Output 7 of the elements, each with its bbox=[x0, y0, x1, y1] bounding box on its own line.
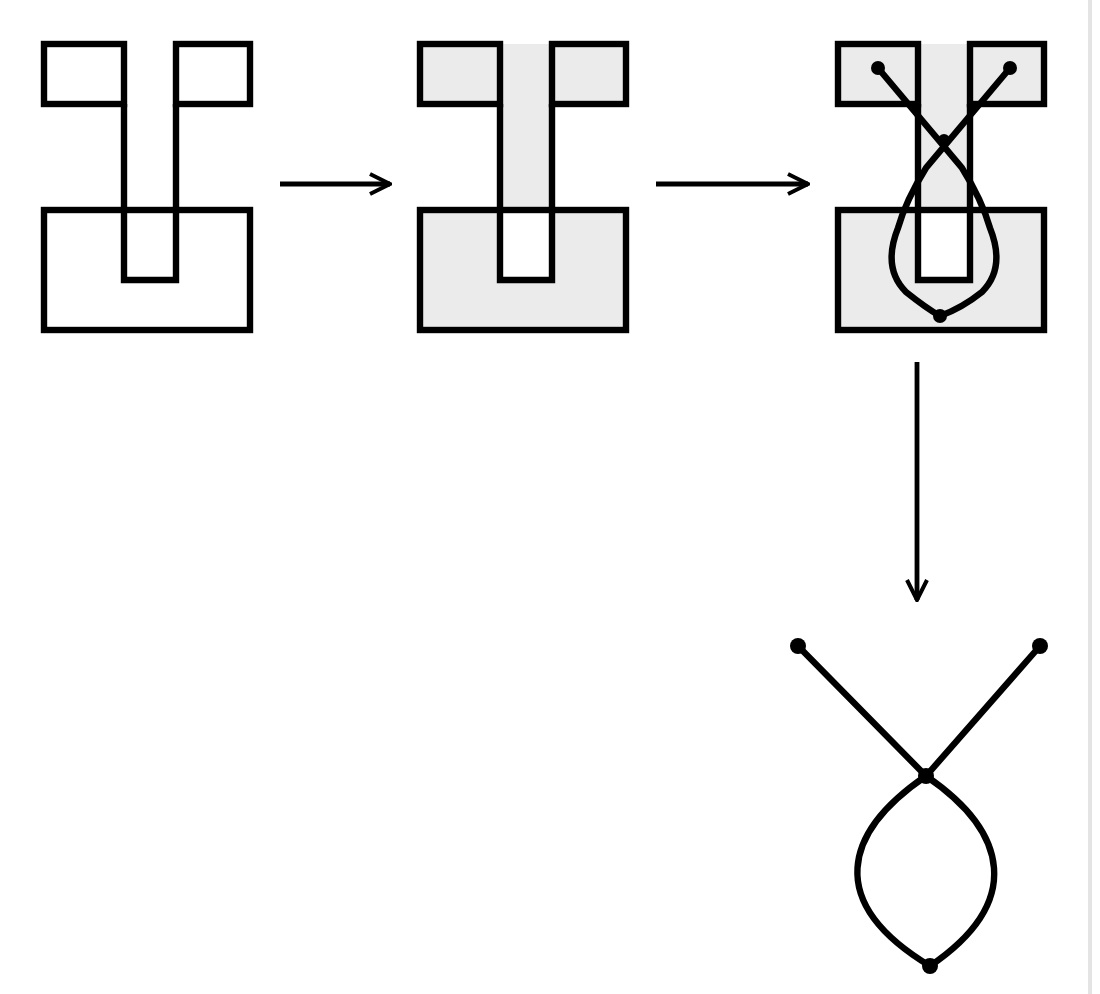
arrow bbox=[656, 172, 810, 196]
shaded-block-drawing bbox=[420, 44, 626, 330]
loop-drawing bbox=[784, 632, 1054, 976]
block-outline-drawing bbox=[44, 44, 250, 330]
arrow bbox=[905, 362, 929, 602]
arrow bbox=[280, 172, 392, 196]
knotted-block-drawing bbox=[838, 44, 1044, 330]
